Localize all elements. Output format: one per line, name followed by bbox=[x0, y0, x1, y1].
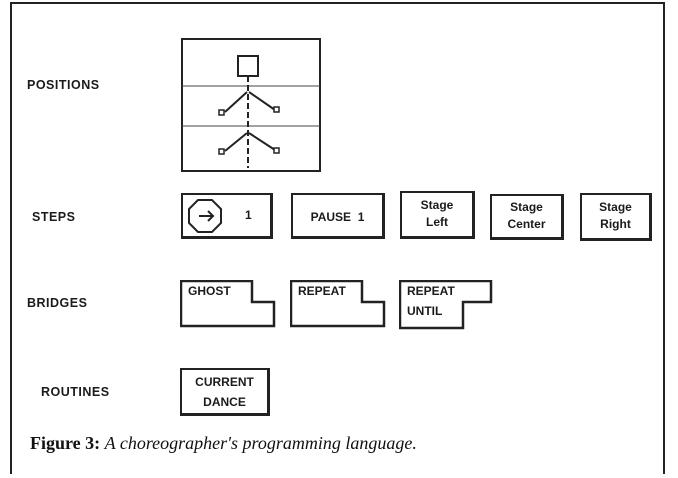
repeat-until-line2: UNTIL bbox=[407, 304, 443, 318]
bridge-repeat-block[interactable]: REPEAT bbox=[290, 280, 386, 328]
step-stage-right-box[interactable]: Stage Right bbox=[580, 193, 652, 241]
turn-octagon-icon bbox=[188, 199, 222, 233]
bridge-repeat-until-label: REPEAT UNTIL bbox=[407, 283, 455, 320]
stage-center-line2: Center bbox=[507, 217, 546, 231]
bridge-ghost-label: GHOST bbox=[188, 284, 231, 298]
bridge-ghost-block[interactable]: GHOST bbox=[180, 280, 276, 328]
caption-text: A choreographer's programming language. bbox=[104, 433, 417, 453]
steps-label: STEPS bbox=[32, 210, 76, 224]
stage-left-line1: Stage bbox=[420, 198, 454, 212]
current-dance-line1: CURRENT bbox=[195, 375, 254, 389]
stage-right-line1: Stage bbox=[599, 200, 632, 214]
stage-left-line2: Left bbox=[426, 215, 448, 229]
bridge-ghost-shape bbox=[180, 280, 276, 328]
bridge-repeat-label: REPEAT bbox=[298, 284, 346, 298]
caption-figure-number: Figure 3: bbox=[30, 433, 101, 453]
turn-value: 1 bbox=[245, 208, 252, 222]
routines-label: ROUTINES bbox=[41, 385, 110, 399]
stage-center-line1: Stage bbox=[510, 200, 543, 214]
positions-label: POSITIONS bbox=[27, 78, 100, 92]
step-stage-left-box[interactable]: Stage Left bbox=[400, 191, 475, 239]
current-dance-line2: DANCE bbox=[203, 395, 246, 409]
figure-caption: Figure 3: A choreographer's programming … bbox=[30, 433, 417, 454]
bridge-repeat-shape bbox=[290, 280, 386, 328]
stick-figure-icon bbox=[218, 55, 280, 168]
repeat-until-line1: REPEAT bbox=[407, 284, 455, 298]
bridge-repeat-until-block[interactable]: REPEAT UNTIL bbox=[399, 280, 495, 330]
routine-current-dance-box[interactable]: CURRENT DANCE bbox=[180, 368, 270, 416]
pause-label: PAUSE 1 bbox=[310, 210, 365, 224]
stage-right-line2: Right bbox=[600, 217, 631, 231]
figure-frame bbox=[10, 2, 665, 474]
step-stage-center-box[interactable]: Stage Center bbox=[490, 194, 564, 240]
step-turn-box[interactable]: 1 bbox=[181, 193, 273, 239]
positions-grid bbox=[181, 38, 321, 172]
bridge-repeat-until-shape bbox=[399, 280, 493, 330]
step-pause-box[interactable]: PAUSE 1 bbox=[291, 193, 385, 239]
bridges-label: BRIDGES bbox=[27, 296, 88, 310]
